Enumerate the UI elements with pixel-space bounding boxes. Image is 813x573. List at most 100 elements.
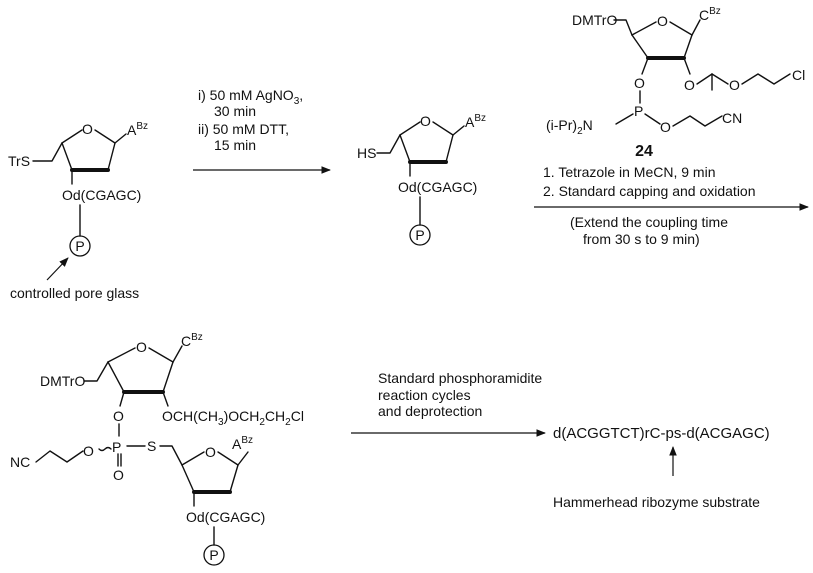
ring-bond (107, 142, 116, 171)
cpg-label: controlled pore glass (10, 285, 139, 301)
coupled-product: DMTrO O CBz O OCH(CH3)OCH2CH2Cl P O O NC… (10, 332, 304, 566)
support-pointer-arrow (46, 257, 69, 281)
o-ce-label: O (660, 119, 671, 135)
p-n-bond (615, 113, 634, 125)
base-label: ABz (127, 121, 148, 138)
starting-material: TrS O ABz Od(CGAGC) P controlled pore gl… (8, 121, 148, 301)
p-label: P (634, 103, 643, 119)
ring-bond (181, 464, 195, 493)
base-label: CBz (699, 6, 721, 23)
dmtr-label: DMTrO (40, 373, 85, 389)
ring-bond (445, 134, 454, 163)
chain-label: Od(CGAGC) (62, 187, 141, 203)
ring-bond (217, 451, 239, 466)
o-phos-label: O (634, 75, 645, 91)
base-bond (452, 125, 465, 136)
final-product: d(ACGGTCT)rC-ps-d(ACGAGC) Hammerhead rib… (553, 425, 770, 510)
trityl-thio-label: TrS (8, 153, 30, 169)
side-chain-label: OCH(CH3)OCH2CH2Cl (162, 408, 304, 428)
o-ether-label: O (729, 77, 740, 93)
p-o-bond (644, 113, 661, 125)
n-group-label: (i-Pr)2N (546, 117, 593, 137)
compound-number: 24 (635, 143, 653, 160)
support-label: P (209, 547, 218, 563)
o-phos-label: O (113, 408, 124, 424)
cyanoethyl-chain (672, 115, 723, 127)
ring-bond (107, 361, 125, 393)
side-bond (711, 73, 729, 85)
ring-bond (181, 451, 205, 466)
ring-bond (399, 121, 421, 136)
step2-conditions: 1. Tetrazole in MeCN, 9 min 2. Standard … (534, 164, 809, 247)
ring-oxygen: O (657, 13, 668, 29)
ring-bond (229, 464, 239, 493)
support-circle (69, 235, 91, 257)
cn-label: CN (722, 110, 742, 126)
step1-conditions: i) 50 mM AgNO3, 30 min ii) 50 mM DTT, 15… (193, 87, 331, 174)
s-label: S (147, 438, 156, 454)
cond2: reaction cycles (378, 387, 471, 403)
cl-label: Cl (792, 67, 805, 83)
o2-bond (683, 57, 691, 75)
base-bond (172, 345, 183, 363)
note2: from 30 s to 9 min) (583, 231, 700, 247)
o3-bond (119, 391, 125, 407)
bond-ch2 (376, 134, 401, 154)
ring-oxygen: O (136, 339, 147, 355)
base-bond (114, 133, 127, 144)
base-label: ABz (465, 113, 486, 130)
chain-label: Od(CGAGC) (398, 179, 477, 195)
ring-bond (61, 142, 73, 171)
thiol-label: HS (357, 145, 376, 161)
nc-label: NC (10, 454, 30, 470)
s-ch2-bond (159, 445, 183, 466)
base-bottom-label: ABz (232, 435, 253, 452)
cond3: and deprotection (378, 403, 482, 419)
support-circle (409, 224, 431, 246)
ring-bond (148, 347, 174, 363)
thiol-intermediate: HS O ABz Od(CGAGC) P (357, 113, 486, 246)
step3-conditions: Standard phosphoramidite reaction cycles… (351, 370, 546, 437)
base-bond (691, 19, 701, 36)
ring-bond (432, 121, 454, 136)
support-label: P (415, 227, 424, 243)
o-ester-label: O (83, 443, 94, 459)
substrate-label: Hammerhead ribozyme substrate (553, 494, 760, 510)
o-side-label: O (684, 77, 695, 93)
ring-bond (631, 21, 657, 36)
ring-bond (94, 129, 116, 144)
wavy-bond (98, 446, 112, 452)
ring-bond (631, 34, 649, 59)
ring-bond (162, 361, 174, 393)
cond3: ii) 50 mM DTT, (198, 121, 289, 137)
side-bond (696, 73, 713, 85)
cyanoethyl-chain (35, 450, 84, 463)
ring-oxygen: O (82, 121, 93, 137)
cond4: 15 min (214, 137, 256, 153)
chloroethyl-chain (741, 73, 791, 85)
base-top-label: CBz (181, 332, 203, 349)
cond1: Standard phosphoramidite (378, 370, 542, 386)
final-sequence: d(ACGGTCT)rC-ps-d(ACGAGC) (553, 425, 770, 442)
bond-ch2 (83, 361, 109, 382)
o3-bond (641, 57, 649, 75)
cond2: 2. Standard capping and oxidation (543, 183, 756, 199)
o-double-label: O (113, 467, 124, 483)
bond-ch2 (613, 19, 633, 36)
support-circle (203, 544, 225, 566)
support-label: P (75, 238, 84, 254)
bond-ch2 (32, 142, 63, 162)
cond1: 1. Tetrazole in MeCN, 9 min (543, 164, 715, 180)
ring-bond (683, 34, 693, 59)
ring-bond (107, 347, 136, 363)
ring-bond (669, 21, 693, 36)
chain-label: Od(CGAGC) (186, 509, 265, 525)
o2-bond (162, 391, 169, 407)
dmtr-label: DMTrO (572, 12, 617, 28)
cond2: 30 min (214, 103, 256, 119)
ring-bond (61, 129, 83, 144)
note1: (Extend the coupling time (570, 214, 728, 230)
ring-bond (399, 134, 411, 163)
ring-oxygen: O (420, 113, 431, 129)
